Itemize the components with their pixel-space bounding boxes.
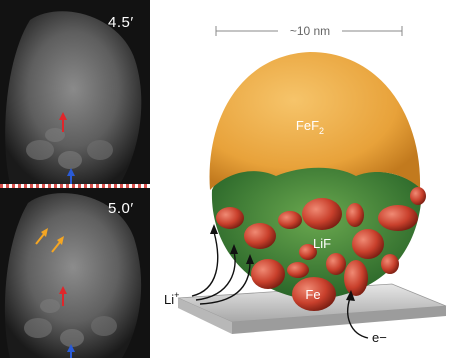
core-label: FeF2 [296,118,324,136]
micrograph-top-image [0,0,150,184]
fe-particle [299,244,317,260]
scale-label: ~10 nm [290,24,330,38]
fe-particle [346,203,364,227]
arrowhead-icon [210,224,254,264]
fe-particle [302,198,342,230]
electron-label: e− [372,330,387,345]
fe-particles [216,187,426,311]
fe-particle [244,223,276,249]
red-arrow-icon [59,286,67,306]
conversion-schematic: ~10 nm C FeF2 LiF Fe [164,24,447,349]
fe-particle [378,205,418,231]
substrate-label: C [308,335,317,349]
micrograph-bottom: 5.0′ [0,188,150,358]
fe-particle [251,259,285,289]
red-arrow-icon [59,112,67,132]
particle-label: Fe [305,287,320,302]
time-label-top: 4.5′ [108,14,134,31]
fe-particle [410,187,426,205]
orange-arrow-icon [35,228,48,245]
fe-particle [292,277,336,311]
electron-arrow [346,290,369,339]
ion-label-text: Li [164,292,174,307]
fe-particle [216,207,244,229]
micrograph-top: 4.5′ [0,0,150,184]
orange-arrow-icon [51,236,64,253]
shell-label: LiF [313,236,331,251]
blue-arrow-icon [67,344,75,358]
fe-particle [287,262,309,278]
time-label-bottom: 5.0′ [108,200,134,217]
micrograph-bottom-image [0,188,150,358]
fe-particle [278,211,302,229]
scale-bar: ~10 nm [215,24,403,38]
blue-arrow-icon [67,168,75,184]
fe-particle [352,229,384,259]
ion-label-superscript: + [174,290,179,300]
panel-divider [0,184,150,188]
fe-particle [326,253,346,275]
ion-label: Li+ [164,290,179,307]
fe-particle [381,254,399,274]
fef2-core [209,52,421,190]
fe-particle [344,260,368,296]
core-label-subscript: 2 [319,126,324,136]
core-label-text: FeF [296,118,319,133]
li-ion-arrows [191,231,251,305]
